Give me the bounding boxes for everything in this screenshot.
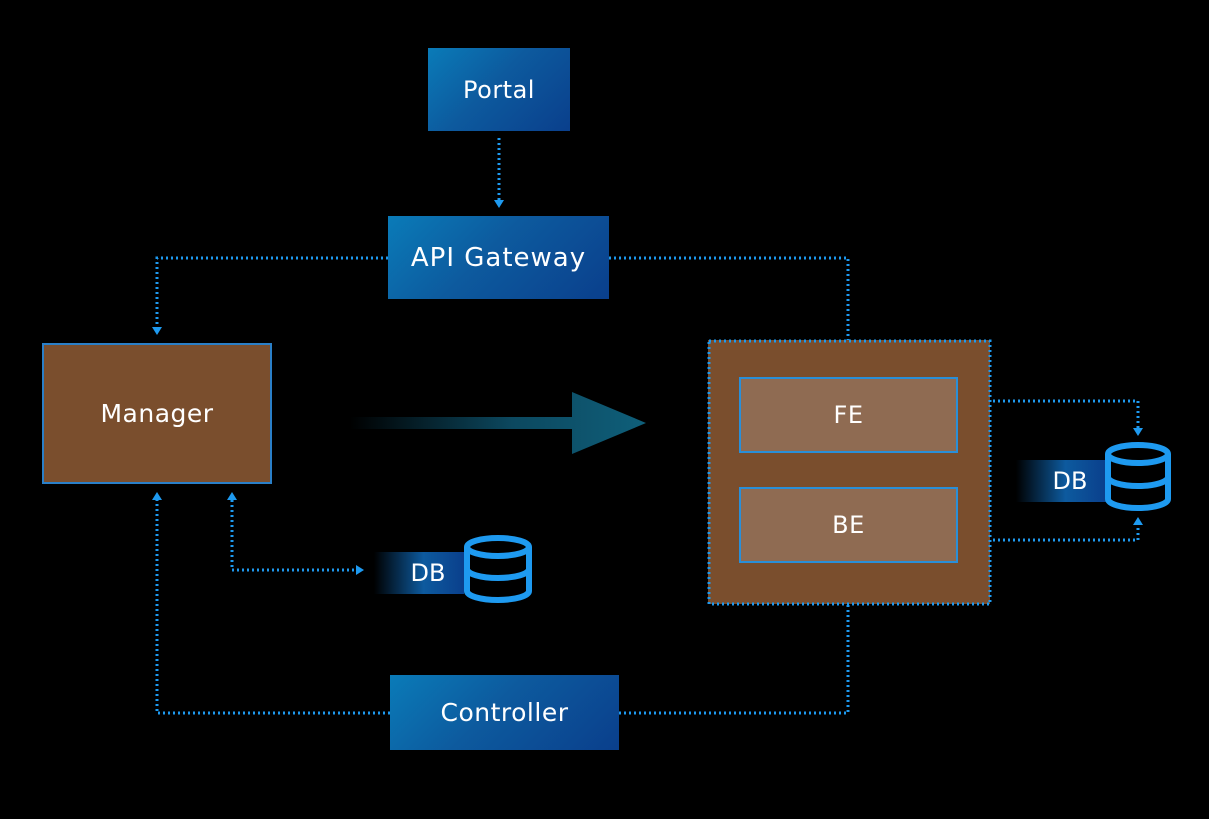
manager-db-label-box: DB xyxy=(374,552,464,594)
controller-label: Controller xyxy=(440,698,569,727)
api-gateway-node: API Gateway xyxy=(388,216,609,299)
arrowhead-manager-db-right xyxy=(356,565,364,575)
arrowhead-manager-bottom-left xyxy=(152,492,162,500)
arrowhead-db-top xyxy=(1133,428,1143,436)
manager-db-connector xyxy=(230,500,356,572)
portal-node: Portal xyxy=(428,48,570,131)
fe-node: FE xyxy=(739,377,958,453)
portal-label: Portal xyxy=(463,75,535,104)
database-icon xyxy=(464,535,532,603)
be-label: BE xyxy=(832,511,865,539)
manager-node: Manager xyxy=(42,343,272,484)
arrowhead-db-bottom xyxy=(1133,517,1143,525)
api-gateway-label: API Gateway xyxy=(410,242,587,273)
flow-arrow xyxy=(350,392,646,454)
fe-label: FE xyxy=(833,401,864,429)
controller-node: Controller xyxy=(390,675,619,750)
manager-label: Manager xyxy=(100,399,214,428)
arrowhead-gateway xyxy=(494,200,504,208)
database-icon xyxy=(1105,442,1171,511)
cluster-db-label: DB xyxy=(1052,467,1088,495)
manager-db-label: DB xyxy=(410,559,446,587)
gateway-manager-connector xyxy=(155,256,388,328)
be-node: BE xyxy=(739,487,958,563)
arrowhead-manager-top xyxy=(152,327,162,335)
controller-manager-connector xyxy=(155,500,390,715)
cluster-db-label-box: DB xyxy=(1016,460,1106,502)
arrowhead-manager-db-up xyxy=(227,492,237,500)
